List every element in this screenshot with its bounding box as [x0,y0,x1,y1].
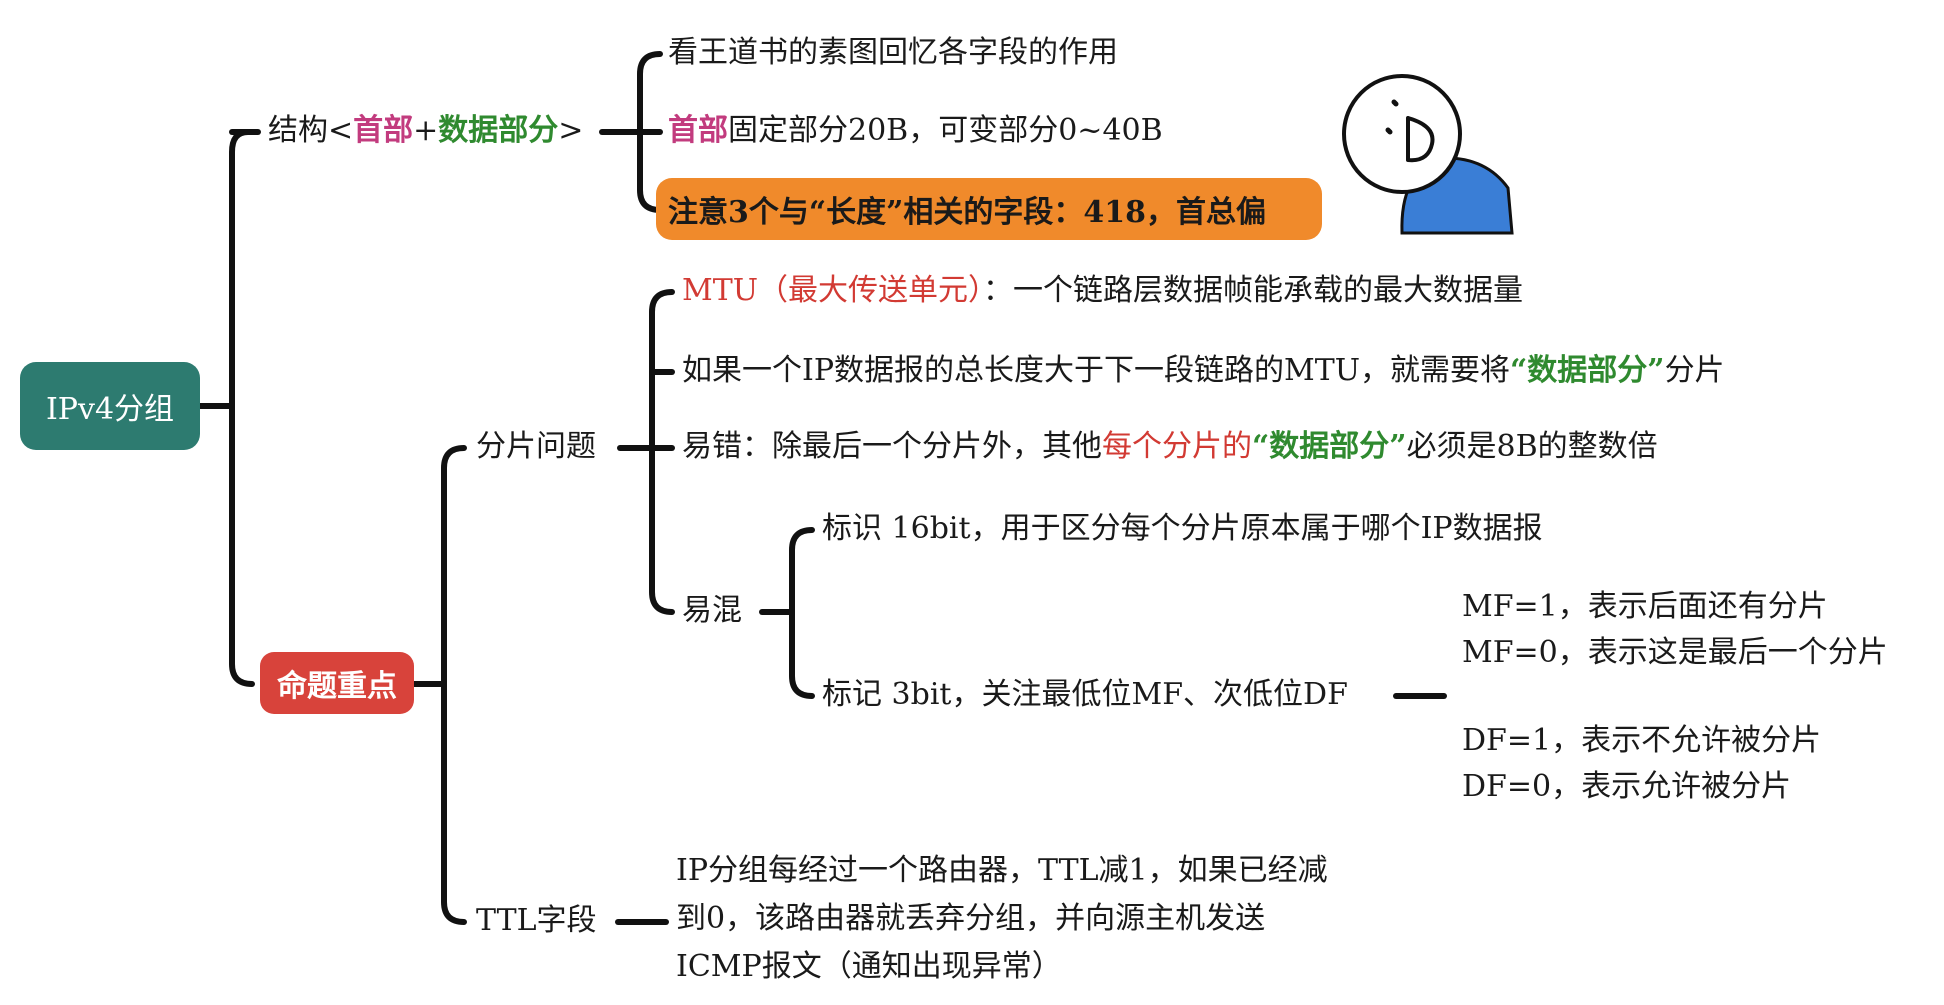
mascot-illustration [1340,68,1520,238]
mascot-head [1344,76,1460,192]
fragment-rule-part1: 如果一个IP数据报的总长度大于下一段链路的MTU，就需要将 [682,353,1510,388]
fragment-rule-part2: 分片 [1665,353,1725,388]
connector-fragment-branches [652,292,672,612]
flag-text: 标记 3bit，关注最低位MF、次低位DF [822,677,1348,712]
ident-text: 标识 16bit，用于区分每个分片原本属于哪个IP数据报 [822,511,1543,546]
structure-item-figure-text: 看王道书的素图回忆各字段的作用 [668,35,1118,70]
structure-data: 数据部分 [438,113,558,148]
focus-node[interactable]: 命题重点 [260,652,414,714]
mascot-eye [1394,102,1396,104]
structure-suffix: > [558,113,583,148]
ident-field: 标识 16bit，用于区分每个分片原本属于哪个IP数据报 [822,510,1543,548]
df1-note: DF=1，表示不允许被分片 [1462,722,1821,760]
structure-plus: + [413,113,438,148]
fragment-rule-data: “数据部分” [1510,353,1665,388]
ttl-line2-text: 到0，该路由器就丢弃分组，并向源主机发送 [676,901,1265,936]
ttl-node[interactable]: TTL字段 [476,902,597,940]
fragment-error-red: 每个分片的 [1102,429,1252,464]
root-node[interactable]: IPv4分组 [20,362,200,450]
confuse-label: 易混 [682,593,742,628]
fragment-error-data: “数据部分” [1252,429,1407,464]
fragment-rule: 如果一个IP数据报的总长度大于下一段链路的MTU，就需要将“数据部分”分片 [682,352,1725,390]
structure-item-figure: 看王道书的素图回忆各字段的作用 [668,34,1118,72]
connector-root-branches [232,132,252,684]
mtu-definition: MTU（最大传送单元）：一个链路层数据帧能承载的最大数据量 [682,272,1523,310]
structure-header: 首部 [353,113,413,148]
mtu-def: ：一个链路层数据帧能承载的最大数据量 [983,273,1523,308]
df0-text: DF=0，表示允许被分片 [1462,769,1791,804]
ttl-line2: 到0，该路由器就丢弃分组，并向源主机发送 [676,900,1265,938]
attention-text: 注意3个与“长度”相关的字段：418，首总偏 [668,187,1266,231]
mf0-text: MF=0，表示这是最后一个分片 [1462,635,1888,670]
fragment-error: 易错：除最后一个分片外，其他每个分片的“数据部分”必须是8B的整数倍 [682,428,1658,466]
attention-highlight: 注意3个与“长度”相关的字段：418，首总偏 [656,178,1322,240]
ttl-line1-text: IP分组每经过一个路由器，TTL减1，如果已经减 [676,853,1328,888]
structure-item-header: 首部固定部分20B，可变部分0~40B [668,112,1163,150]
df0-note: DF=0，表示允许被分片 [1462,768,1791,806]
focus-label: 命题重点 [277,661,397,705]
mascot-eye [1388,130,1390,132]
structure-item-header-term: 首部 [668,113,728,148]
structure-prefix: 结构< [268,113,353,148]
ttl-line3: ICMP报文（通知出现异常） [676,948,1062,986]
fragment-label: 分片问题 [476,429,596,464]
mf0-note: MF=0，表示这是最后一个分片 [1462,634,1888,672]
fragment-error-part2: 必须是8B的整数倍 [1407,429,1658,464]
confuse-node[interactable]: 易混 [682,592,742,630]
flag-field: 标记 3bit，关注最低位MF、次低位DF [822,676,1348,714]
fragment-node[interactable]: 分片问题 [476,428,596,466]
connector-confuse-branches [792,530,812,696]
mf1-note: MF=1，表示后面还有分片 [1462,588,1828,626]
connector-focus-branches [444,448,464,922]
structure-node[interactable]: 结构<首部+数据部分> [268,112,583,150]
fragment-error-part1: 易错：除最后一个分片外，其他 [682,429,1102,464]
mtu-term: MTU（最大传送单元） [682,273,983,308]
df1-text: DF=1，表示不允许被分片 [1462,723,1821,758]
mf1-text: MF=1，表示后面还有分片 [1462,589,1828,624]
ttl-label: TTL字段 [476,903,597,938]
ttl-line3-text: ICMP报文（通知出现异常） [676,949,1062,984]
root-label: IPv4分组 [46,384,174,428]
ttl-line1: IP分组每经过一个路由器，TTL减1，如果已经减 [676,852,1328,890]
structure-item-header-rest: 固定部分20B，可变部分0~40B [728,113,1163,148]
